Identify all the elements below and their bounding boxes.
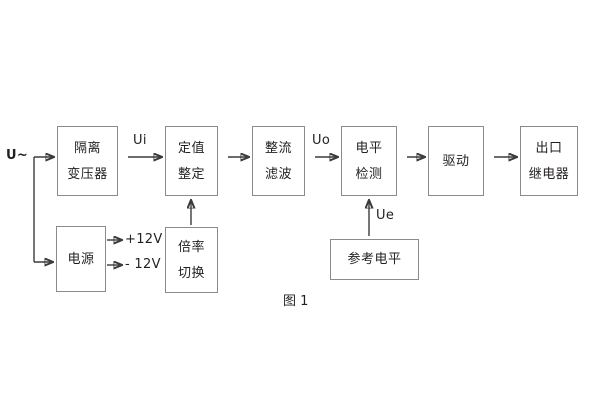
block-line: 参考电平 (347, 252, 402, 267)
block-output-relay[interactable]: 出口 继电器 (520, 126, 578, 196)
block-line: 出口 (535, 140, 563, 156)
block-rectifier-filter[interactable]: 整流 滤波 (252, 126, 305, 196)
block-magnification-switch[interactable]: 倍率 切换 (165, 227, 218, 293)
block-setting-value[interactable]: 定值 整定 (165, 126, 218, 196)
signal-label-ue: Ue (376, 208, 395, 223)
signal-label-ui: Ui (133, 133, 147, 148)
figure-caption: 图 1 (283, 294, 309, 309)
block-line: 切换 (177, 265, 205, 281)
block-line: 电源 (67, 251, 95, 267)
wire-input-bus (33, 157, 54, 262)
block-line: 变压器 (67, 166, 108, 182)
input-label: U~ (6, 148, 29, 163)
block-driver[interactable]: 驱动 (428, 126, 484, 196)
block-line: 隔离 (73, 140, 101, 156)
block-line: 滤波 (264, 166, 292, 182)
block-line: 定值 (177, 140, 205, 156)
signal-label-uo: Uo (312, 133, 331, 148)
block-line: 继电器 (528, 166, 570, 182)
block-power-supply[interactable]: 电源 (56, 226, 106, 292)
block-line: 整流 (264, 140, 292, 156)
block-line: 电平 (355, 140, 383, 156)
signal-label-pos-12v: +12V (125, 232, 163, 247)
block-isolation-transformer[interactable]: 隔离 变压器 (57, 126, 118, 196)
block-line: 倍率 (177, 239, 205, 255)
block-level-detection[interactable]: 电平 检测 (341, 126, 397, 196)
block-line: 检测 (355, 166, 383, 182)
signal-label-neg-12v: - 12V (125, 257, 161, 272)
block-reference-level[interactable]: 参考电平 (330, 239, 419, 280)
block-line: 驱动 (442, 153, 470, 169)
block-line: 整定 (177, 166, 205, 182)
